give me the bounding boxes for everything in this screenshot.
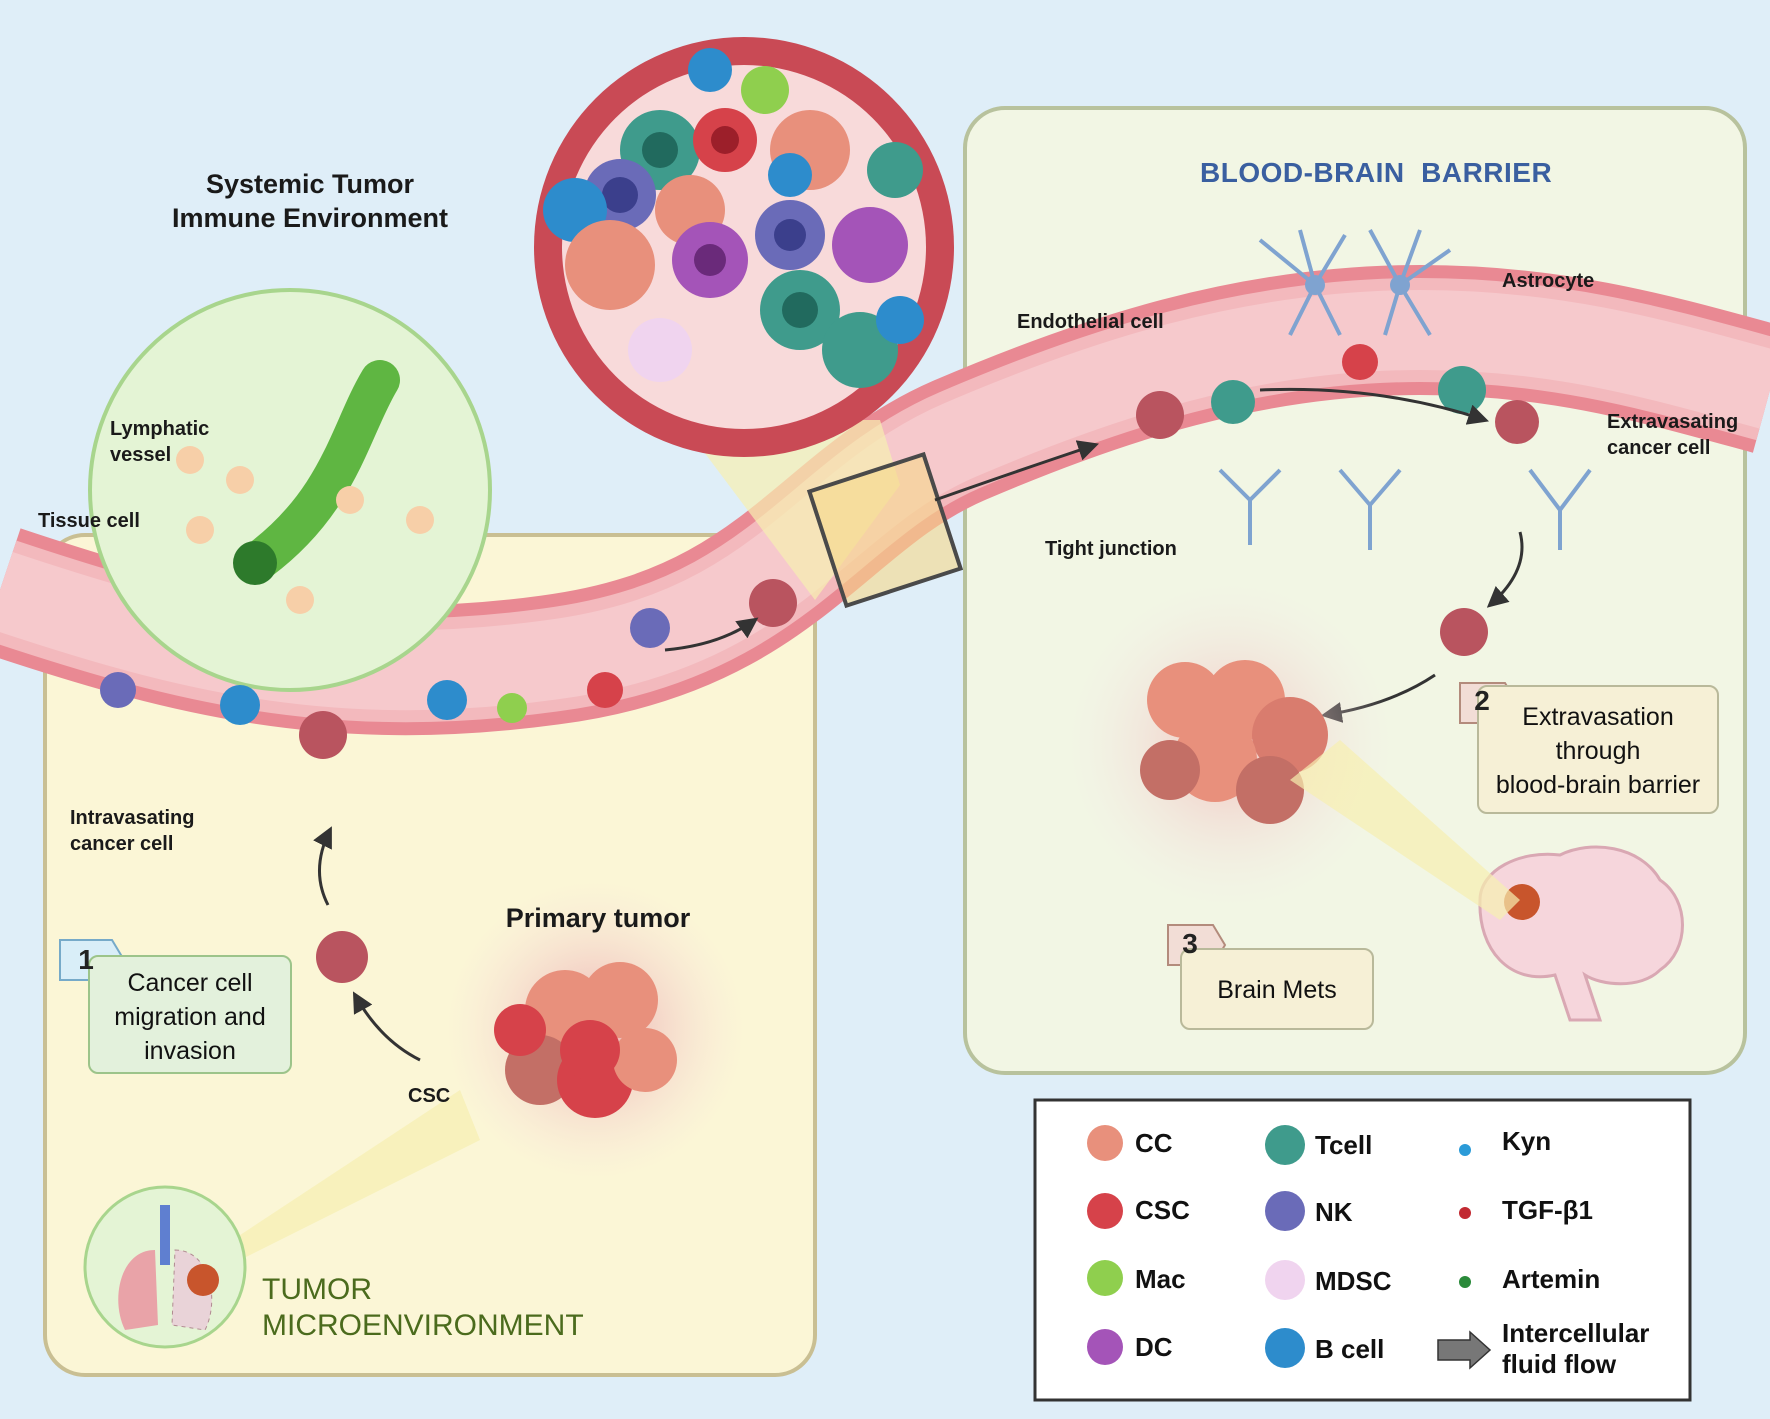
intravasation-arrow (313, 826, 332, 906)
intravasating-label: Intravasating cancer cell (70, 807, 195, 855)
tight-junction-label: Tight junction (1045, 538, 1177, 560)
step-1-number: 1 (78, 944, 94, 975)
flow-arrow-1 (664, 617, 759, 652)
vessel-csc (587, 672, 623, 708)
flow-arrow-3 (1259, 387, 1489, 425)
tissue-cell-label: Tissue cell (38, 510, 140, 532)
nk-cell-icon (1265, 1191, 1305, 1231)
cc-cell-icon (1087, 1125, 1123, 1161)
dc-cell-icon (1087, 1329, 1123, 1365)
csc-label: CSC (408, 1085, 451, 1107)
migration-arrow (352, 991, 421, 1062)
intravasating-cell (299, 711, 347, 759)
vessel-mac (497, 693, 527, 723)
tcell-icon (1265, 1125, 1305, 1165)
astrocyte-body-2 (1390, 275, 1410, 295)
legend-label-dc: DC (1135, 1332, 1173, 1362)
vessel-cc-2 (1136, 391, 1184, 439)
vessel-cc (749, 579, 797, 627)
step-1-box: Cancer cell migration and invasion (88, 955, 292, 1074)
astrocyte-label: Astrocyte (1502, 270, 1595, 292)
vessel-bcell (220, 685, 260, 725)
artemin-dot-icon (1459, 1276, 1471, 1288)
lymphatic-circle (88, 288, 492, 692)
astrocytes (1218, 229, 1592, 550)
legend-label-tcell: Tcell (1315, 1130, 1373, 1160)
primary-tumor-cluster (494, 962, 677, 1118)
kyn-dot-icon (1459, 1144, 1471, 1156)
tme-title: TUMOR MICROENVIRONMENT (262, 1273, 584, 1342)
mdsc-cell-icon (1265, 1260, 1305, 1300)
step-3-number: 3 (1182, 928, 1198, 959)
step-2-number: 2 (1474, 685, 1490, 716)
zoom-box (806, 451, 964, 609)
legend-label-kyn: Kyn (1502, 1126, 1552, 1156)
legend-box (1033, 1098, 1692, 1402)
step-2-text: Extravasation through blood-brain barrie… (1495, 703, 1701, 799)
lungs-circle (83, 1185, 247, 1349)
vessel-tcell (1211, 380, 1255, 424)
legend-label-tgfb1: TGF-β1 (1502, 1195, 1593, 1225)
brain-icon (1478, 845, 1684, 1022)
vessel-bcell-2 (427, 680, 467, 720)
vessel-nk (100, 672, 136, 708)
vessel-csc-2 (1342, 344, 1378, 380)
extravasating-cell (1495, 400, 1539, 444)
csc-cell-icon (1087, 1193, 1123, 1229)
vessel-tcell-2 (1438, 366, 1486, 414)
bbb-title: BLOOD-BRAIN BARRIER (1200, 157, 1553, 188)
legend-label-nk: NK (1315, 1197, 1353, 1227)
fluid-flow-arrow-icon (1437, 1330, 1492, 1370)
migrating-cell (316, 931, 368, 983)
step-3-box: Brain Mets (1180, 948, 1374, 1030)
lung-zoom-cone (210, 1090, 480, 1275)
lymphatic-label: Lymphatic vessel (110, 418, 210, 466)
legend-label-artemin: Artemin (1502, 1264, 1601, 1294)
brain-met-cluster (1140, 660, 1328, 824)
mac-cell-icon (1087, 1260, 1123, 1296)
tgfb1-dot-icon (1459, 1207, 1471, 1219)
systemic-circle (534, 37, 954, 457)
step-3-text: Brain Mets (1217, 976, 1337, 1004)
legend-label-mac: Mac (1135, 1264, 1186, 1294)
endothelial-label: Endothelial cell (1017, 311, 1164, 333)
extravasated-cell (1440, 608, 1488, 656)
step-2-box: Extravasation through blood-brain barrie… (1477, 685, 1719, 814)
primary-tumor-title: Primary tumor (505, 903, 691, 933)
legend-label-fluid-flow: Intercellular fluid flow (1502, 1318, 1650, 1380)
legend-label-mdsc: MDSC (1315, 1266, 1392, 1296)
brain-zoom-cone (1290, 740, 1520, 920)
flow-arrow-2 (934, 440, 1099, 502)
legend-icons (1087, 1125, 1492, 1370)
legend-label-csc: CSC (1135, 1195, 1190, 1225)
extravasating-label: Extravasating cancer cell (1607, 411, 1739, 459)
astrocyte-body-1 (1305, 275, 1325, 295)
bcell-icon (1265, 1328, 1305, 1368)
systemic-title: Systemic Tumor Immune Environment (171, 169, 449, 233)
step-1-text: Cancer cell migration and invasion (114, 969, 266, 1065)
extravasation-arrow (1486, 531, 1524, 608)
vessel-nk-2 (630, 608, 670, 648)
legend-label-cc: CC (1135, 1128, 1173, 1158)
legend-label-bcell: B cell (1315, 1334, 1385, 1364)
